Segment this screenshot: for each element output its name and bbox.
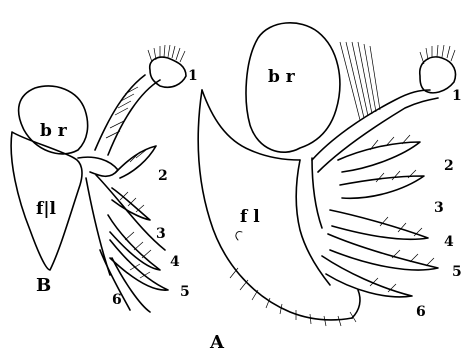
b-num-4: 4 <box>170 254 180 270</box>
b-letter-label: B <box>36 275 51 296</box>
b-num-1: 1 <box>188 68 198 84</box>
b-branchial-lobe <box>19 86 88 154</box>
a-fl-label: f l <box>240 207 260 227</box>
a-num-3: 3 <box>434 200 444 216</box>
a-flabellum-tail <box>352 290 360 318</box>
b-num-2: 2 <box>158 168 168 184</box>
b-axis-lower <box>86 175 165 275</box>
b-endite-5 <box>110 240 168 290</box>
b-axis <box>78 157 118 176</box>
b-num-5: 5 <box>180 284 190 300</box>
b-palp-setae <box>106 87 138 138</box>
a-letter-label: A <box>209 332 225 350</box>
a-br-label: b r <box>268 67 296 87</box>
b-num-3: 3 <box>156 226 166 242</box>
a-flabellum-hatching <box>230 268 356 326</box>
a-endite-3 <box>340 176 424 198</box>
b-palp <box>95 75 160 155</box>
b-br-label: b r <box>40 121 68 141</box>
a-endite-4 <box>330 210 428 239</box>
a-branchial-lobe <box>246 23 340 152</box>
a-num-1: 1 <box>452 88 462 104</box>
b-endite-4 <box>108 215 160 270</box>
b-endite-6 <box>100 250 150 312</box>
a-num-4: 4 <box>444 234 454 250</box>
b-endite-2 <box>116 146 156 178</box>
a-num-2: 2 <box>444 158 454 174</box>
a-palp-head <box>420 57 456 93</box>
a-endite-2 <box>338 142 420 172</box>
figure-b: b r f|l B 1 2 3 4 5 6 <box>11 45 198 312</box>
a-bristle-bundle <box>340 42 380 120</box>
b-palp-head <box>150 57 186 87</box>
a-num-5: 5 <box>452 264 462 280</box>
figure-a: b r f l A 1 2 3 4 5 6 <box>198 23 462 350</box>
b-num-6: 6 <box>112 292 122 308</box>
a-hook <box>236 232 242 240</box>
a-flabellum-inner <box>202 90 300 160</box>
a-num-6: 6 <box>416 304 426 320</box>
b-fl-label: f|l <box>36 199 56 219</box>
